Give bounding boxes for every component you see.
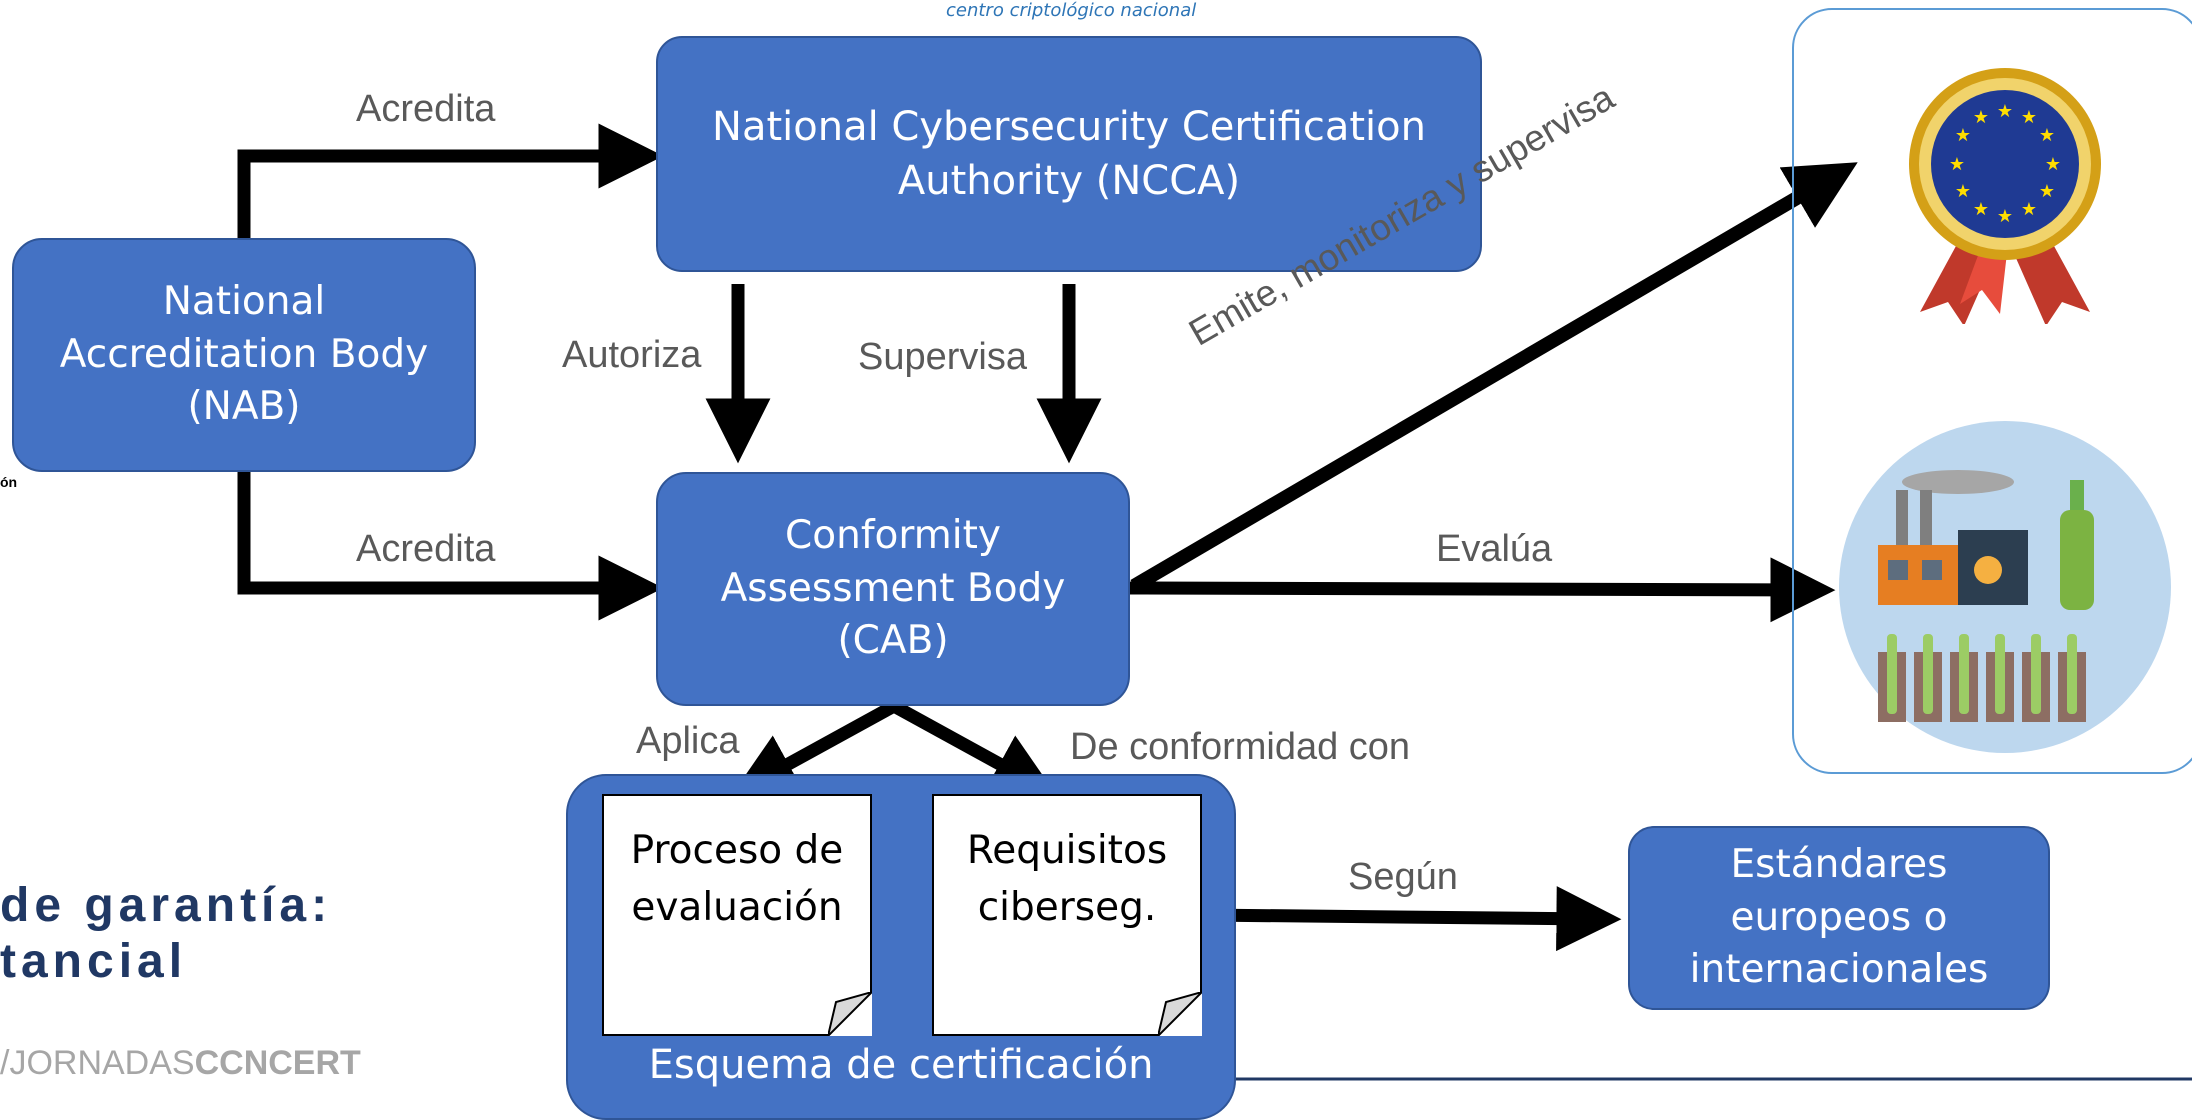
arrow-nab-to-ncca: [237, 123, 664, 238]
svg-text:★: ★: [1949, 154, 1965, 175]
arrow-certificate: [1130, 162, 1858, 593]
process-label: Proceso de evaluación: [630, 828, 844, 930]
certificate-panel: [1792, 8, 2192, 774]
label-apply: Aplica: [636, 720, 740, 762]
industrial-products-icon: [1839, 421, 2171, 753]
label-accredit-cab: Acredita: [356, 528, 496, 570]
label-evaluate: Evalúa: [1436, 528, 1553, 570]
label-according: Según: [1348, 856, 1458, 898]
scheme-label: Esquema de certificación: [648, 1042, 1154, 1088]
label-accredit-ncca: Acredita: [356, 88, 496, 130]
svg-text:★: ★: [2021, 107, 2037, 128]
svg-text:★: ★: [1973, 107, 1989, 128]
slide-title-line-2: tancial: [0, 935, 188, 988]
svg-text:★: ★: [2039, 125, 2055, 146]
ncca-node: National Cybersecurity Certification Aut…: [656, 36, 1482, 272]
nab-label: National Accreditation Body (NAB): [59, 279, 429, 430]
small-fragment-text: ón: [0, 474, 18, 490]
svg-text:★: ★: [1997, 206, 2013, 227]
svg-text:★: ★: [1973, 199, 1989, 220]
page-fold-icon: [1158, 992, 1202, 1036]
nab-node: National Accreditation Body (NAB): [12, 238, 476, 472]
standards-label: Estándares europeos o internacionales: [1689, 842, 1989, 993]
cab-node: Conformity Assessment Body (CAB): [656, 472, 1130, 706]
standards-node: Estándares europeos o internacionales: [1628, 826, 2050, 1010]
svg-text:★: ★: [2045, 154, 2061, 175]
requirements-label: Requisitos ciberseg.: [966, 828, 1168, 930]
slide-title-line-1: de garantía:: [0, 879, 333, 932]
arrow-according: [1201, 886, 1622, 952]
arrow-nab-to-cab: [237, 472, 664, 621]
ncca-label: National Cybersecurity Certification Aut…: [712, 104, 1426, 204]
cyber-requirements-document: Requisitos ciberseg.: [932, 794, 1202, 1036]
evaluation-process-document: Proceso de evaluación: [602, 794, 872, 1036]
arrow-apply: [731, 700, 898, 796]
arrow-evaluate: [1129, 557, 1836, 623]
svg-text:★: ★: [1955, 181, 1971, 202]
svg-text:★: ★: [1997, 101, 2013, 122]
footer-brand-bold: CCNCERT: [194, 1044, 361, 1082]
header-text: centro criptológico nacional: [946, 0, 1197, 21]
page-fold-icon: [828, 992, 872, 1036]
cab-label: Conformity Assessment Body (CAB): [720, 513, 1066, 664]
footer-brand: /JORNADASCCNCERT: [0, 1044, 361, 1083]
label-authorize: Autoriza: [562, 334, 702, 376]
label-supervise: Supervisa: [858, 336, 1027, 378]
footer-brand-thin: /JORNADAS: [0, 1044, 195, 1082]
svg-text:★: ★: [1955, 125, 1971, 146]
arrow-conformity: [890, 700, 1057, 796]
svg-text:★: ★: [2039, 181, 2055, 202]
svg-text:★: ★: [2021, 199, 2037, 220]
label-conformity: De conformidad con: [1070, 726, 1411, 768]
eu-certificate-medal-icon: ★★★ ★★★ ★★★ ★★★: [1909, 68, 2101, 324]
